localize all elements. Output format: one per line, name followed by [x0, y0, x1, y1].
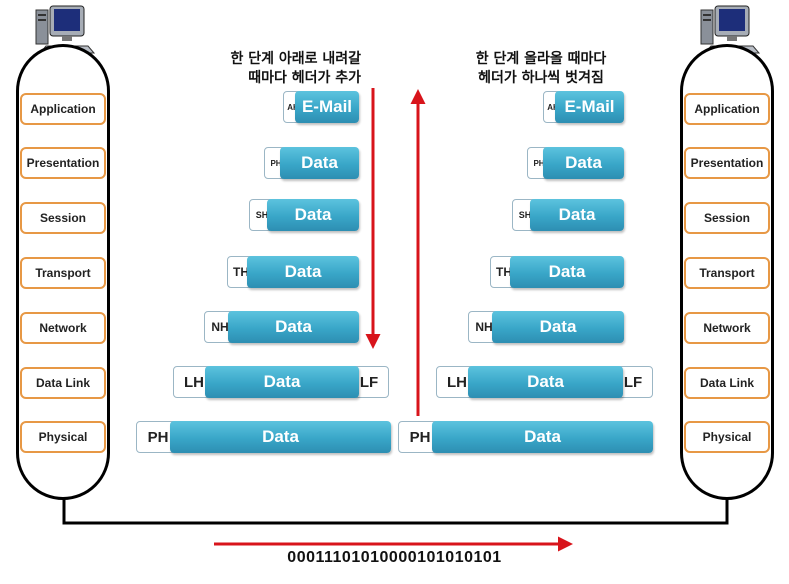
- packet-presentation: PH Data: [264, 147, 359, 179]
- layer-transport: Transport: [684, 257, 770, 289]
- layer-network: Network: [684, 312, 770, 344]
- packet-body: Data: [530, 199, 624, 231]
- packet-body: Data: [432, 421, 653, 453]
- packet-presentation: PH Data: [527, 147, 624, 179]
- packet-body: Data: [280, 147, 359, 179]
- layer-application: Application: [684, 93, 770, 125]
- layer-transport: Transport: [20, 257, 106, 289]
- packet-application: AH E-Mail: [283, 91, 359, 123]
- packet-transport: TH Data: [227, 256, 359, 288]
- encapsulation-caption: 한 단계 아래로 내려갈 때마다 헤더가 추가: [230, 51, 361, 86]
- layer-presentation: Presentation: [20, 147, 106, 179]
- packet-application: AH E-Mail: [543, 91, 624, 123]
- packet-body: Data: [170, 421, 391, 453]
- packet-body: Data: [468, 366, 623, 398]
- layer-physical: Physical: [684, 421, 770, 453]
- packet-session: SH Data: [249, 199, 359, 231]
- packet-physical: PH Data: [398, 421, 653, 453]
- packet-data-link: LH LF Data: [173, 366, 389, 398]
- layer-data-link: Data Link: [20, 367, 106, 399]
- packet-body: Data: [247, 256, 359, 288]
- packet-body: Data: [543, 147, 624, 179]
- sender-stack: Application Presentation Session Transpo…: [16, 44, 110, 500]
- layer-application: Application: [20, 93, 106, 125]
- packet-data-link: LH LF Data: [436, 366, 653, 398]
- layer-presentation: Presentation: [684, 147, 770, 179]
- physical-link-line: [62, 498, 729, 525]
- layer-physical: Physical: [20, 421, 106, 453]
- packet-network: NH Data: [468, 311, 624, 343]
- packet-body: Data: [228, 311, 359, 343]
- bitstream: 00011101010000101010101: [287, 549, 502, 566]
- receiver-stack: Application Presentation Session Transpo…: [680, 44, 774, 500]
- packet-body: E-Mail: [555, 91, 624, 123]
- layer-network: Network: [20, 312, 106, 344]
- packet-network: NH Data: [204, 311, 359, 343]
- layer-session: Session: [684, 202, 770, 234]
- layer-data-link: Data Link: [684, 367, 770, 399]
- decapsulation-caption: 한 단계 올라올 때마다 헤더가 하나씩 벗겨짐: [475, 51, 607, 86]
- packet-transport: TH Data: [490, 256, 624, 288]
- packet-body: Data: [205, 366, 359, 398]
- packet-body: Data: [510, 256, 624, 288]
- packet-session: SH Data: [512, 199, 624, 231]
- packet-physical: PH Data: [136, 421, 391, 453]
- packet-body: Data: [267, 199, 359, 231]
- layer-session: Session: [20, 202, 106, 234]
- packet-body: Data: [492, 311, 624, 343]
- packet-body: E-Mail: [295, 91, 359, 123]
